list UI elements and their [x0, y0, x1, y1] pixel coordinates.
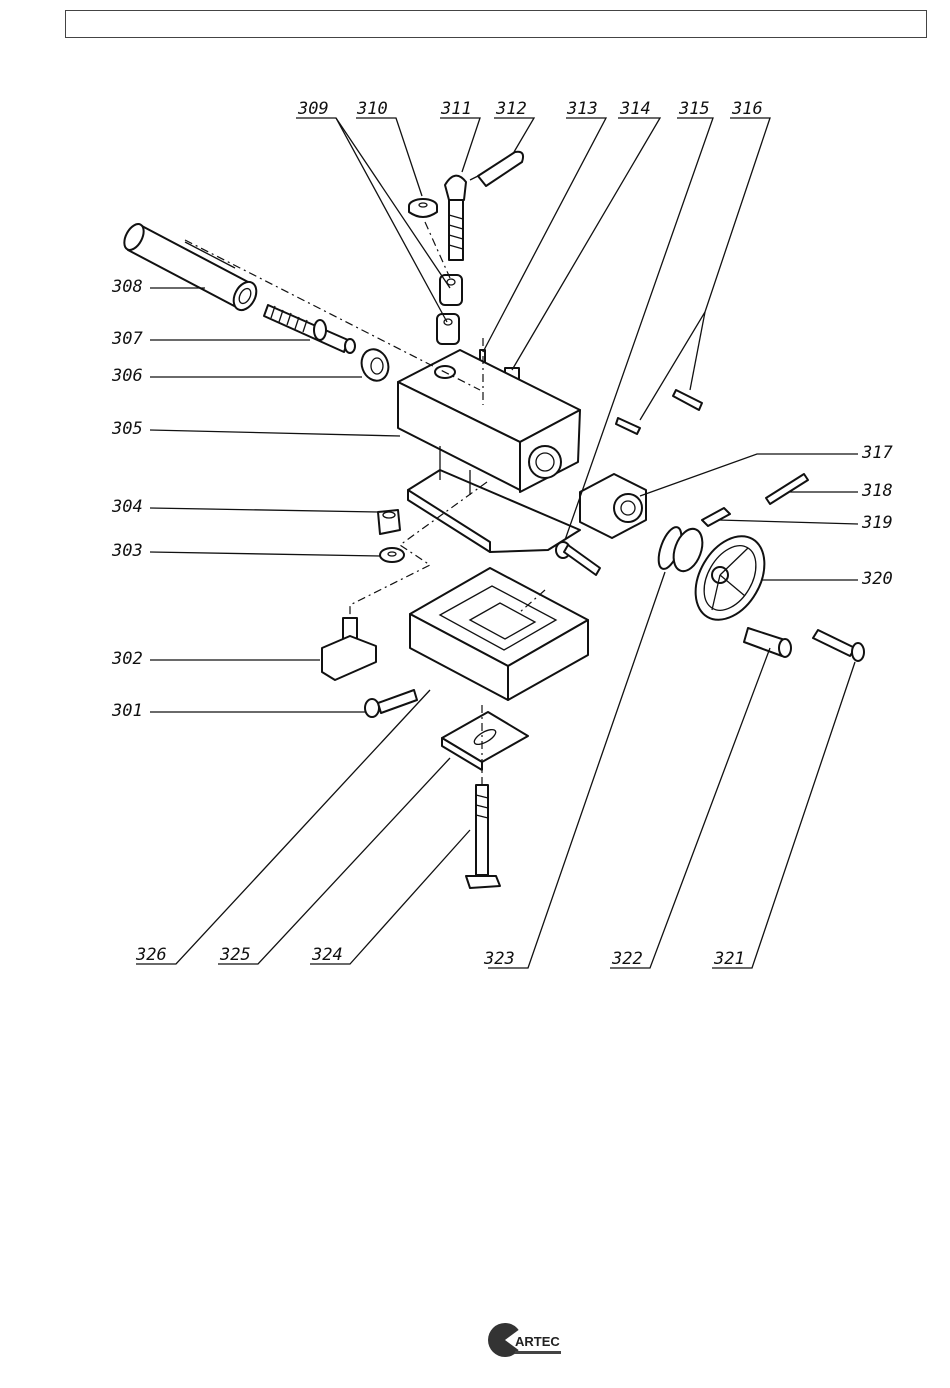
- label-321: 321: [713, 949, 745, 969]
- logo-text: ARTEC: [515, 1334, 560, 1349]
- part-325-clamp: [442, 712, 528, 770]
- label-301: 301: [111, 701, 143, 721]
- part-319-key: [702, 508, 730, 526]
- label-314: 314: [619, 99, 651, 119]
- part-326-base: [410, 568, 588, 700]
- part-315-screw: [556, 542, 600, 575]
- label-322: 322: [611, 949, 643, 969]
- part-324-bolt: [466, 785, 500, 888]
- part-304-nut: [378, 510, 400, 534]
- part-306-washer: [357, 346, 392, 385]
- label-323: 323: [483, 949, 515, 969]
- label-318: 318: [861, 481, 893, 501]
- label-320: 320: [861, 569, 893, 589]
- label-312: 312: [495, 99, 527, 119]
- part-318-pin: [766, 474, 808, 504]
- part-316-screws: [616, 390, 702, 434]
- label-324: 324: [311, 945, 343, 965]
- label-316: 316: [731, 99, 763, 119]
- part-323-dial: [654, 524, 708, 575]
- label-317: 317: [861, 443, 893, 463]
- label-315: 315: [678, 99, 710, 119]
- label-306: 306: [111, 366, 143, 386]
- label-305: 305: [111, 419, 143, 439]
- label-303: 303: [111, 541, 143, 561]
- part-311-bolt: [445, 176, 466, 260]
- label-325: 325: [219, 945, 251, 965]
- label-313: 313: [566, 99, 598, 119]
- part-303-washer: [380, 548, 404, 562]
- label-319: 319: [861, 513, 893, 533]
- label-326: 326: [135, 945, 167, 965]
- label-304: 304: [111, 497, 143, 517]
- part-307-screw: [264, 305, 355, 353]
- part-305-body: [398, 350, 580, 552]
- part-302-block: [322, 618, 376, 680]
- label-302: 302: [111, 649, 143, 669]
- label-308: 308: [111, 277, 143, 297]
- artec-logo: ARTEC: [488, 1323, 561, 1357]
- label-307: 307: [111, 329, 143, 349]
- label-309: 309: [297, 99, 329, 119]
- part-312-knob: [470, 152, 523, 186]
- part-317-bracket: [580, 474, 646, 538]
- part-321-screw: [813, 630, 864, 661]
- part-322-grip: [744, 628, 791, 657]
- label-310: 310: [356, 99, 388, 119]
- part-310-nut: [409, 199, 437, 217]
- label-311: 311: [440, 99, 472, 119]
